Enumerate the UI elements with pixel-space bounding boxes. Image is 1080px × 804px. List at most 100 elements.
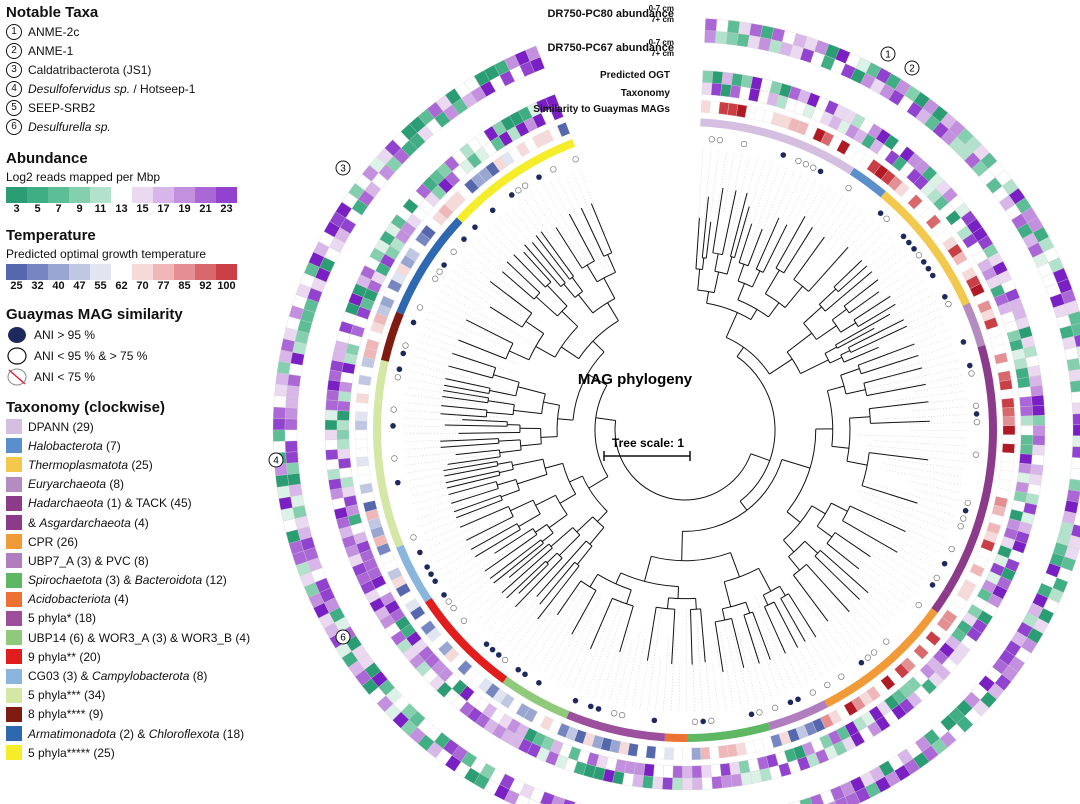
leaf-guide	[403, 432, 507, 435]
tree-branch	[804, 540, 819, 554]
heatmap-cell	[336, 439, 350, 450]
notable-taxon-label: ANME-2c	[28, 24, 80, 39]
tree-branch	[525, 320, 545, 334]
scale-tick: 23	[220, 203, 233, 215]
heatmap-cell	[719, 762, 731, 777]
leaf-guide	[517, 202, 565, 267]
heatmap-cell	[1018, 462, 1032, 475]
leaf-guide	[892, 536, 936, 560]
leaf-guide	[696, 621, 703, 712]
center-title: MAG phylogeny	[578, 371, 693, 388]
taxonomy-label: Spirochaetota (3) & Bacteroidota (12)	[28, 573, 227, 588]
tree-branch	[652, 607, 657, 625]
notable-taxon-label: SEEP-SRB2	[28, 100, 96, 115]
number-circle-icon	[904, 60, 920, 76]
leaf-guide	[439, 535, 500, 570]
track-label-pc80: DR750-PC80 abundance	[547, 8, 674, 20]
tree-branch	[556, 561, 576, 585]
tree-branch	[560, 346, 580, 360]
tree-branch	[493, 516, 514, 528]
leaf-guide	[493, 222, 546, 279]
leaf-guide	[452, 547, 513, 590]
scale-tick: 5	[34, 203, 41, 215]
heatmap-cell	[643, 763, 655, 777]
tree-branch	[478, 499, 503, 510]
taxonomy-item: & Asgardarchaeota (4)	[6, 513, 306, 532]
similarity-dot	[436, 268, 443, 275]
tree-arc	[651, 552, 731, 562]
tree-branch	[786, 332, 813, 353]
leaf-guide	[414, 486, 499, 512]
leaf-guide	[816, 576, 874, 640]
tree-branch	[739, 500, 748, 511]
tree-branch	[473, 481, 497, 489]
ogt-cell	[1002, 434, 1016, 445]
similarity-dot	[740, 140, 748, 148]
leaf-guide	[425, 515, 486, 542]
similarity-dot	[883, 638, 890, 645]
notable-taxon-label: Caldatribacterota (JS1)	[28, 62, 152, 77]
tree-branch	[818, 288, 837, 305]
leaf-guide	[417, 503, 463, 520]
leaf-guide	[858, 490, 952, 524]
leaf-guide	[870, 308, 940, 342]
tree-branch	[727, 190, 737, 228]
tree-branch	[487, 400, 515, 406]
heatmap-cell	[1068, 369, 1080, 382]
heatmap-cell	[662, 777, 673, 790]
similarity-dot	[708, 717, 715, 724]
leaf-guide	[876, 337, 952, 364]
leaf-guide	[724, 625, 742, 707]
heatmap-cell	[326, 389, 340, 401]
heatmap-cell	[720, 83, 732, 98]
leaf-guide	[428, 526, 476, 549]
leaf-guide	[499, 217, 554, 280]
leaf-guide	[456, 264, 531, 318]
tree-branch	[695, 598, 697, 610]
tree-branch	[878, 325, 908, 340]
tree-branch	[673, 609, 676, 627]
leaf-guide	[579, 628, 605, 692]
tree-branch	[445, 474, 479, 484]
leaf-guide	[517, 598, 561, 658]
ring-marker-label: 3	[340, 164, 346, 175]
tree-branch	[467, 358, 496, 369]
number-circle-icon	[268, 452, 284, 468]
similarity-dot	[432, 275, 439, 282]
tree-arc	[682, 459, 783, 532]
leaf-guide	[692, 656, 695, 712]
tree-arc	[793, 563, 807, 576]
tree-branch	[697, 269, 701, 291]
tree-branch	[764, 269, 780, 295]
ogt-cell	[718, 101, 730, 116]
leaf-guide	[779, 624, 809, 684]
leaf-guide	[847, 254, 907, 302]
tree-branch	[475, 390, 490, 395]
tree-branch	[465, 393, 489, 399]
tree-branch	[489, 390, 516, 397]
leaf-guide	[616, 643, 632, 704]
tree-arc	[737, 280, 753, 288]
leaf-guide	[447, 556, 489, 583]
tree-branch	[535, 345, 556, 358]
number-circle-icon: 1	[6, 23, 22, 40]
tree-branch	[517, 386, 546, 395]
tree-branch	[517, 284, 535, 300]
tree-branch	[738, 206, 750, 243]
similarity-dot	[771, 704, 779, 711]
tree-branch	[498, 439, 521, 442]
tree-branch	[774, 630, 786, 654]
taxonomy-label: 9 phyla** (20)	[28, 649, 101, 664]
leaf-guide	[536, 578, 594, 671]
tree-arc	[594, 384, 609, 477]
leaf-guide	[782, 187, 830, 267]
tree-arc	[555, 495, 568, 515]
tree-branch	[800, 359, 829, 375]
tree-arc	[840, 375, 847, 395]
tree-branch	[834, 532, 850, 543]
similarity-high: ANI > 95 %	[6, 324, 306, 345]
scale-tick: 62	[115, 280, 128, 292]
heatmap-cell	[1064, 347, 1079, 361]
